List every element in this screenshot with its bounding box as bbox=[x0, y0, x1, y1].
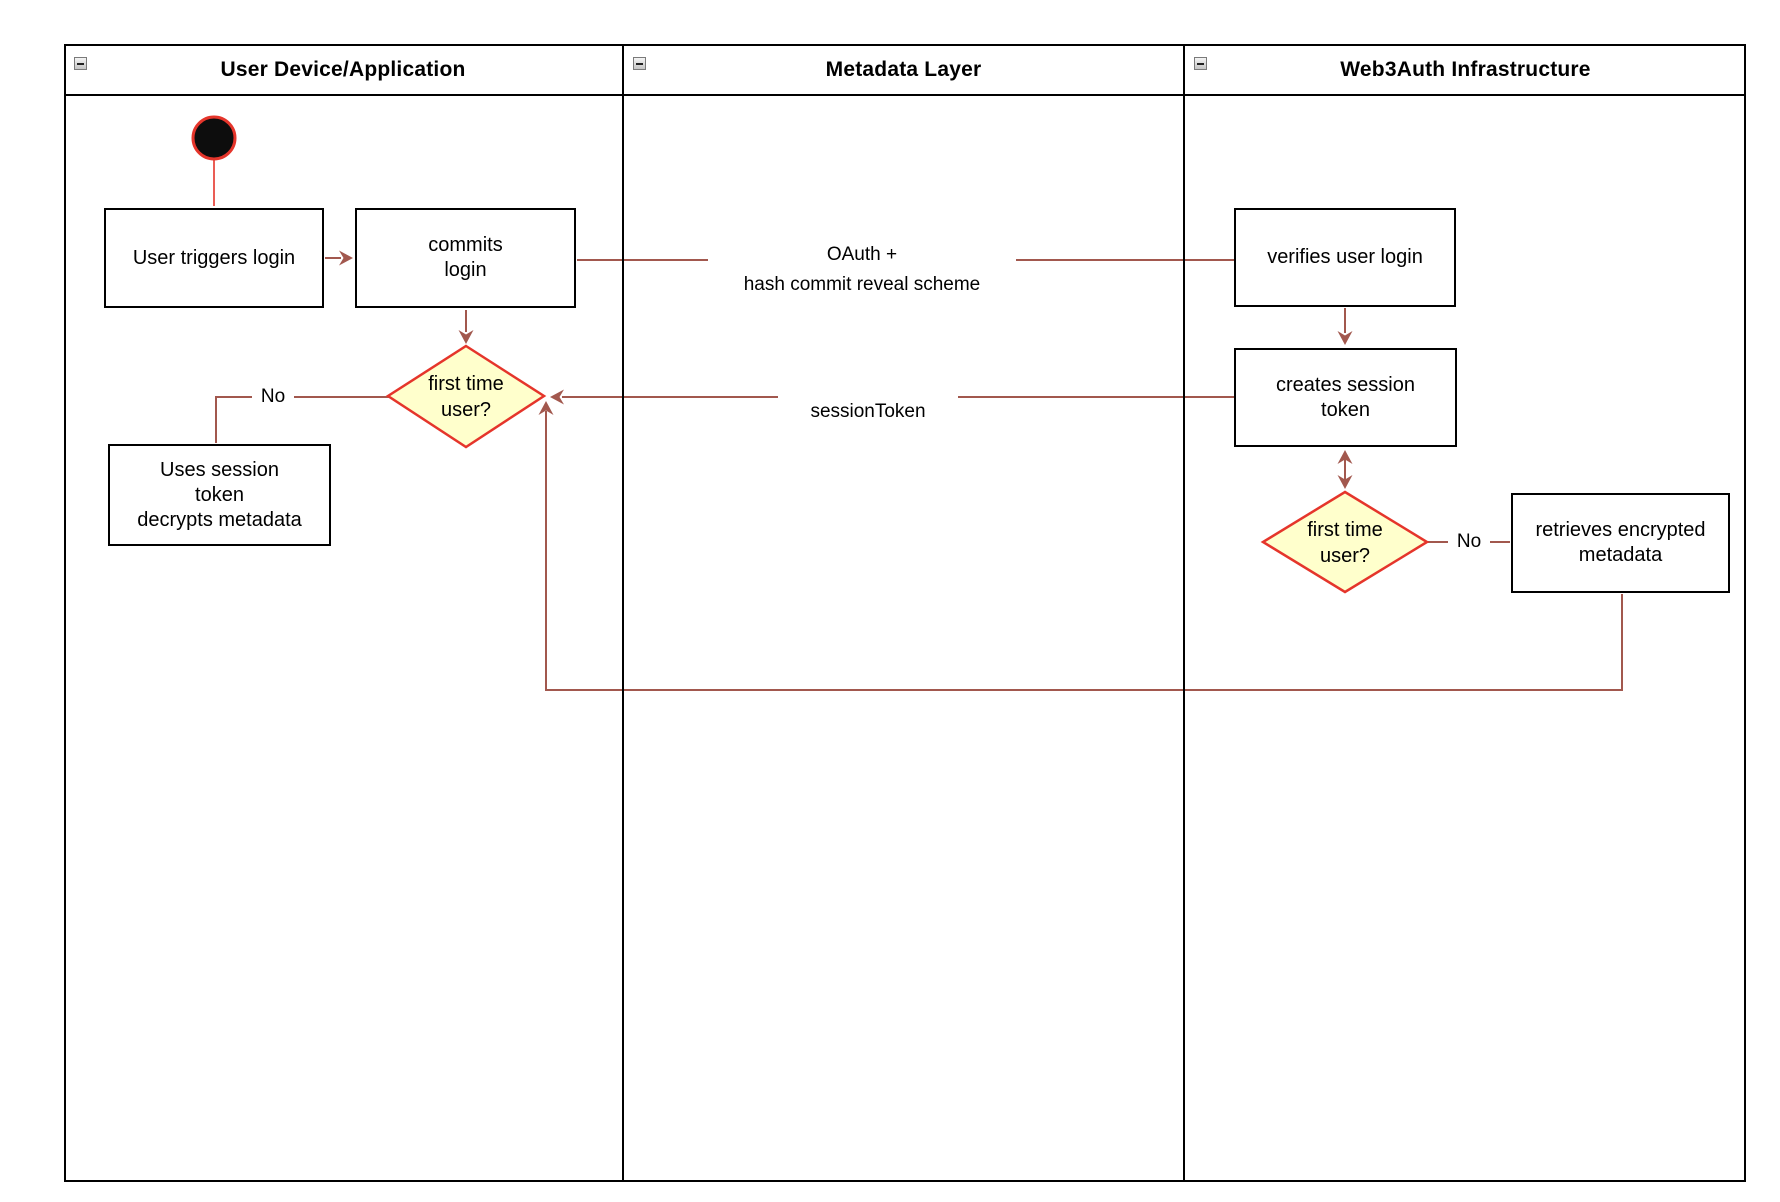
node-uses-session-token: Uses session token decrypts metadata bbox=[108, 444, 331, 546]
decision-first-time-user-right bbox=[1260, 490, 1430, 594]
edge-loop-back bbox=[545, 411, 1623, 691]
lane-divider-2 bbox=[1183, 44, 1185, 1182]
node-creates-session-token: creates session token bbox=[1234, 348, 1457, 447]
node-user-triggers-login: User triggers login bbox=[104, 208, 324, 308]
edge-label-no-left: No bbox=[252, 386, 294, 408]
node-verifies-user-login: verifies user login bbox=[1234, 208, 1456, 307]
lane-title-metadata-layer: Metadata Layer bbox=[825, 58, 982, 81]
lane-divider-1 bbox=[622, 44, 624, 1182]
arrowhead-loop-up bbox=[538, 401, 554, 415]
decision-label-first-time-user-right: first time user? bbox=[1307, 519, 1383, 567]
lane-title-user-device: User Device/Application bbox=[220, 58, 466, 81]
edge-label-no-right: No bbox=[1448, 531, 1490, 553]
header-separator bbox=[64, 94, 1746, 96]
decision-label-first-time-user-left: first time user? bbox=[428, 373, 504, 421]
arrowhead-double-down bbox=[1337, 475, 1353, 489]
edge-label-session-token: sessionToken bbox=[810, 401, 926, 422]
edge-label-oauth: OAuth + hash commit reveal scheme bbox=[743, 244, 981, 295]
arrowhead-decision-left-top bbox=[458, 330, 474, 344]
node-commits-login: commits login bbox=[355, 208, 576, 308]
decision-first-time-user-left bbox=[385, 344, 547, 449]
pool-frame bbox=[64, 44, 1746, 1182]
edge-no-left bbox=[215, 396, 389, 443]
minus-icon bbox=[1197, 62, 1204, 65]
minus-icon bbox=[77, 62, 84, 65]
lane1-collapse-button[interactable] bbox=[74, 57, 87, 70]
arrowhead-decision-left-right-vertex bbox=[550, 389, 564, 405]
node-retrieves-encrypted-metadata: retrieves encrypted metadata bbox=[1511, 493, 1730, 593]
lane2-collapse-button[interactable] bbox=[633, 57, 646, 70]
lane-title-web3auth: Web3Auth Infrastructure bbox=[1340, 58, 1591, 81]
initial-state-node bbox=[191, 115, 237, 161]
minus-icon bbox=[636, 62, 643, 65]
lane3-collapse-button[interactable] bbox=[1194, 57, 1207, 70]
arrowhead-commits bbox=[339, 250, 353, 266]
arrowhead-creates-top bbox=[1337, 331, 1353, 345]
arrowhead-double-up bbox=[1337, 450, 1353, 464]
